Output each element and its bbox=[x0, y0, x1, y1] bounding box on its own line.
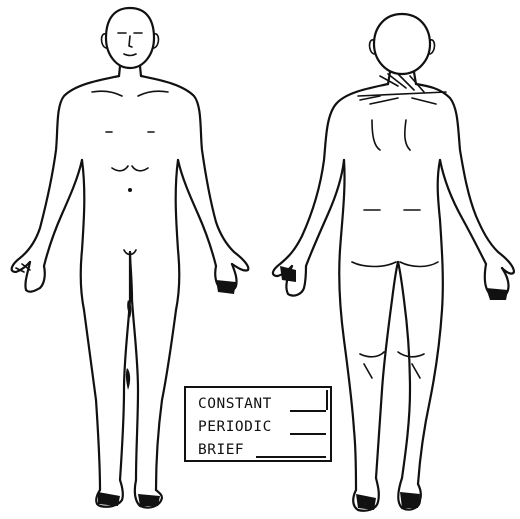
legend-label-brief: BRIEF bbox=[198, 440, 244, 460]
legend-line-periodic bbox=[290, 433, 326, 435]
legend-label-constant: CONSTANT bbox=[198, 394, 272, 414]
legend-label-periodic: PERIODIC bbox=[198, 417, 272, 437]
legend-line-brief bbox=[256, 456, 326, 458]
pain-legend-box: CONSTANT PERIODIC BRIEF bbox=[184, 386, 332, 462]
legend-line-constant bbox=[290, 410, 326, 412]
legend-tick-constant bbox=[326, 390, 328, 410]
